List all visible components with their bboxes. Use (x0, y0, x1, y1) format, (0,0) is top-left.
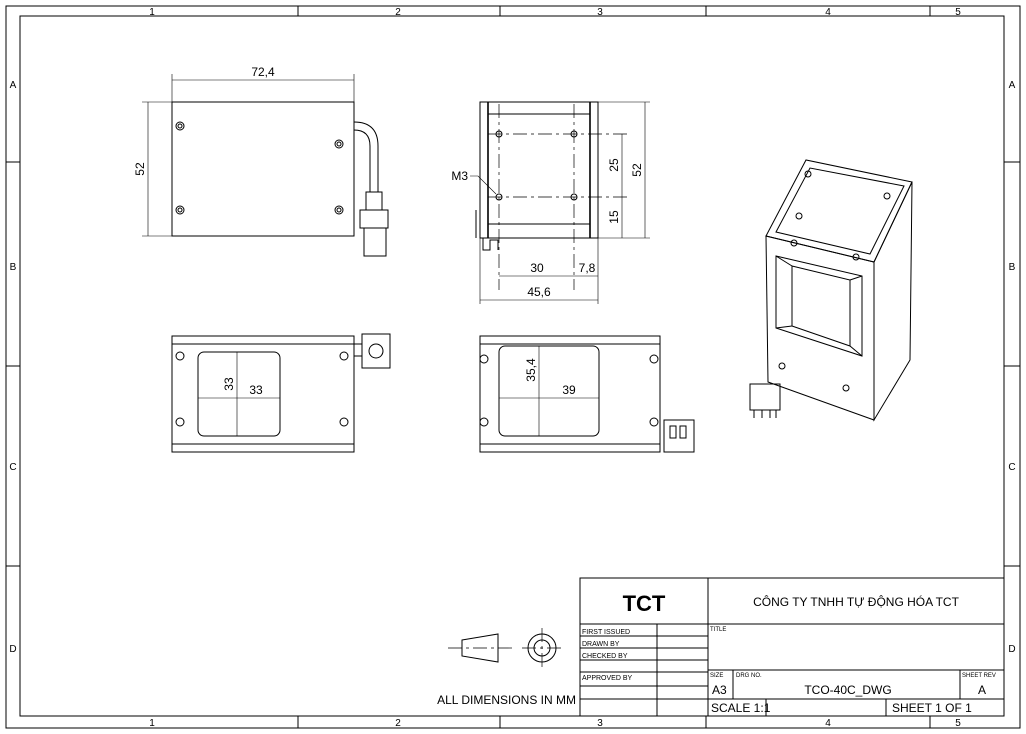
zone-col-4-bottom: 4 (825, 718, 831, 729)
zone-row-a: A (10, 80, 17, 91)
label-first-issued: FIRST ISSUED (582, 629, 630, 636)
zone-row-d-right: D (1008, 644, 1015, 655)
dim-width-72-4: 72,4 (251, 65, 275, 79)
dim-30: 30 (530, 261, 544, 275)
thread-label-m3: M3 (451, 169, 468, 183)
units-note: ALL DIMENSIONS IN MM (437, 693, 576, 707)
zone-labels: 1 2 3 4 5 1 2 3 4 5 A B C D A B C D (9, 7, 1015, 729)
zone-col-1: 1 (149, 7, 155, 18)
logo-tct: TCT (623, 591, 666, 616)
sheet-size: A3 (712, 683, 727, 697)
label-sheet-rev: SHEET REV (962, 673, 996, 679)
sheet-revision: A (978, 683, 986, 697)
cable-connector (359, 191, 389, 257)
scale: SCALE 1:1 (711, 701, 771, 715)
zone-col-2-bottom: 2 (395, 718, 401, 729)
dim-height-52: 52 (133, 162, 147, 176)
window-width-39: 39 (562, 383, 576, 397)
outer-frame (5, 5, 1021, 729)
bottom-right-view: 35,4 39 (479, 335, 695, 453)
zone-col-4: 4 (825, 7, 831, 18)
window-width-33: 33 (249, 383, 263, 397)
title-block: TCT CÔNG TY TNHH TỰ ĐỘNG HÓA TCT FIRST I… (579, 577, 1005, 717)
connector (353, 333, 391, 369)
zone-col-3-bottom: 3 (597, 718, 603, 729)
sheet-number: SHEET 1 OF 1 (892, 701, 972, 715)
label-size: SIZE (710, 673, 723, 679)
zone-col-5-bottom: 5 (955, 718, 961, 729)
cable (353, 121, 379, 192)
zone-row-c: C (9, 462, 16, 473)
zone-row-c-right: C (1008, 462, 1015, 473)
isometric-view (749, 159, 913, 422)
zone-col-1-bottom: 1 (149, 718, 155, 729)
label-checked-by: CHECKED BY (582, 653, 628, 660)
label-title: TITLE (710, 627, 726, 633)
projection-symbol (448, 628, 562, 668)
dim-52: 52 (630, 163, 644, 177)
zone-row-b: B (10, 262, 17, 273)
dim-25: 25 (607, 158, 621, 172)
inner-frame (19, 15, 1005, 717)
zone-dividers (6, 6, 1020, 728)
drawing-number: TCO-40C_DWG (804, 683, 891, 697)
window-height-33: 33 (222, 377, 236, 391)
zone-col-2: 2 (395, 7, 401, 18)
dim-15: 15 (607, 210, 621, 224)
zone-row-d: D (9, 644, 16, 655)
label-approved-by: APPROVED BY (582, 675, 633, 682)
zone-col-3: 3 (597, 7, 603, 18)
dim-7-8: 7,8 (579, 261, 596, 275)
label-drg-no: DRG NO. (736, 673, 762, 679)
side-view: 72,4 52 (133, 65, 389, 257)
dim-45-6: 45,6 (527, 285, 551, 299)
zone-row-b-right: B (1009, 262, 1016, 273)
label-drawn-by: DRAWN BY (582, 641, 620, 648)
zone-row-a-right: A (1009, 80, 1016, 91)
bottom-left-view: 33 33 (171, 333, 391, 453)
connector (663, 419, 695, 453)
front-view: M3 25 15 52 30 7,8 45,6 (451, 101, 650, 304)
zone-col-5: 5 (955, 7, 961, 18)
company-name: CÔNG TY TNHH TỰ ĐỘNG HÓA TCT (753, 594, 959, 609)
window-height-35-4: 35,4 (524, 358, 538, 382)
